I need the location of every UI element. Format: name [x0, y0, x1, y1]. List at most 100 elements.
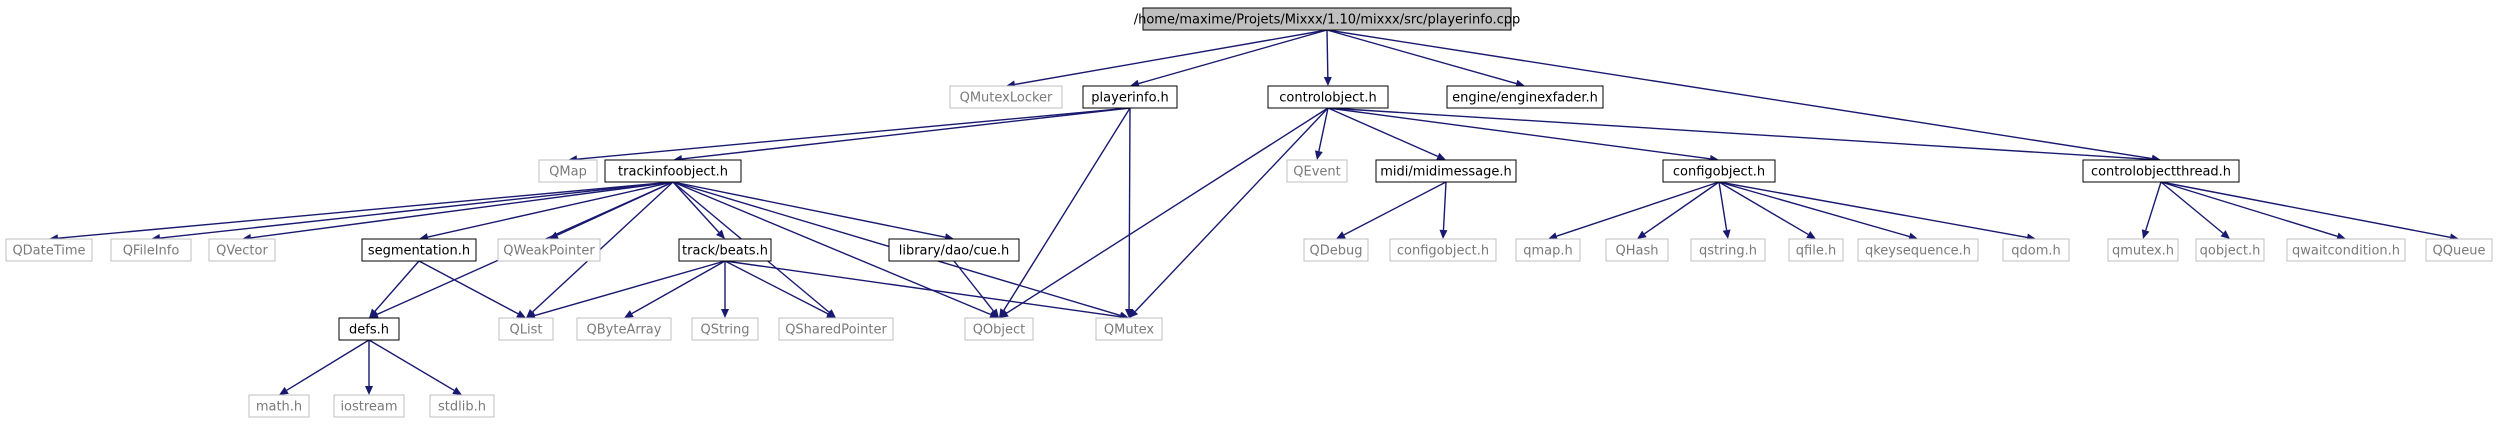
node-label: qmap.h [1523, 244, 1573, 259]
node-math-h[interactable]: math.h [248, 394, 310, 418]
node-label: track/beats.h [682, 244, 768, 259]
node-qevent[interactable]: QEvent [1286, 159, 1348, 183]
node-qmap[interactable]: QMap [538, 159, 598, 183]
node-qbytearray[interactable]: QByteArray [576, 317, 672, 341]
node-label: QMutexLocker [960, 91, 1053, 106]
edge-midimessage_h-to-configobject_h_ext [1439, 181, 1448, 239]
node-qstring[interactable]: QString [691, 317, 759, 341]
node-label: qfile.h [1796, 244, 1836, 259]
node-label: QMap [549, 165, 587, 180]
node-qobject-h[interactable]: qobject.h [2195, 238, 2265, 262]
node-label: QDateTime [12, 244, 85, 259]
edge-defs_h-to-stdlib_h [368, 339, 462, 395]
edge-root-to-controlobject_h [1323, 29, 1332, 86]
edge-beats_h-to-qlist [526, 260, 726, 320]
edge-root-to-qmutexlocker [1006, 29, 1328, 89]
edge-controlobjectthread_h-to-qobject_h [2160, 181, 2230, 239]
node-configobject-h[interactable]: configobject.h [1662, 159, 1776, 183]
node-configobject-h-ext[interactable]: configobject.h [1389, 238, 1497, 262]
node-label: qdom.h [2011, 244, 2061, 259]
node-label: QHash [1616, 244, 1659, 259]
node-stdlib-h[interactable]: stdlib.h [429, 394, 495, 418]
edge-configobject_h-to-qdom_h [1718, 181, 2036, 242]
node-label: QList [510, 323, 543, 338]
edge-configobject_h-to-qfile_h [1718, 181, 1816, 239]
node-playerinfo-h[interactable]: playerinfo.h [1082, 85, 1178, 109]
nodes-layer: /home/maxime/Projets/Mixxx/1.10/mixxx/sr… [5, 7, 2493, 418]
node-label: controlobject.h [1279, 91, 1377, 106]
node-qmap-h[interactable]: qmap.h [1515, 238, 1581, 262]
node-trackinfoobject-h[interactable]: trackinfoobject.h [604, 159, 742, 183]
node-qweakpointer[interactable]: QWeakPointer [497, 238, 601, 262]
edge-configobject_h-to-qstring_h [1718, 181, 1731, 239]
node-controlobject-h[interactable]: controlobject.h [1267, 85, 1389, 109]
edge-controlobject_h-to-midimessage_h [1327, 107, 1446, 161]
edge-trackinfoobject_h-to-beats_h [672, 181, 725, 239]
node-label: QDebug [1310, 244, 1363, 259]
node-label: qstring.h [1699, 244, 1757, 259]
node-label: library/dao/cue.h [899, 244, 1010, 259]
node-qsharedpointer[interactable]: QSharedPointer [778, 317, 894, 341]
edge-controlobjectthread_h-to-qqueue [2160, 181, 2459, 242]
node-label: /home/maxime/Projets/Mixxx/1.10/mixxx/sr… [1134, 13, 1521, 28]
node-label: QFileInfo [123, 244, 180, 259]
node-qdatetime[interactable]: QDateTime [5, 238, 93, 262]
node-qfile-h[interactable]: qfile.h [1788, 238, 1844, 262]
node-qmutex[interactable]: QMutex [1095, 317, 1163, 341]
edge-root-to-playerinfo_h [1130, 29, 1328, 88]
node-qstring-h[interactable]: qstring.h [1690, 238, 1766, 262]
node-qfileinfo[interactable]: QFileInfo [110, 238, 192, 262]
node-label: defs.h [349, 323, 389, 338]
node-label: configobject.h [1397, 244, 1489, 259]
node-midimessage-h[interactable]: midi/midimessage.h [1375, 159, 1517, 183]
edge-controlobject_h-to-qmutex [1129, 107, 1329, 318]
node-iostream[interactable]: iostream [333, 394, 405, 418]
node-label: qwaitcondition.h [2292, 244, 2400, 259]
node-enginexfader-h[interactable]: engine/enginexfader.h [1446, 85, 1604, 109]
node-root[interactable]: /home/maxime/Projets/Mixxx/1.10/mixxx/sr… [1134, 7, 1521, 31]
node-beats-h[interactable]: track/beats.h [678, 238, 772, 262]
edge-controlobject_h-to-controlobjectthread_h [1327, 107, 2161, 164]
node-qmutex-h[interactable]: qmutex.h [2107, 238, 2179, 262]
node-label: QMutex [1104, 323, 1155, 338]
node-label: engine/enginexfader.h [1452, 91, 1598, 106]
edge-controlobjectthread_h-to-qwaitcondition_h [2160, 181, 2346, 241]
node-label: midi/midimessage.h [1380, 165, 1511, 180]
edge-segmentation_h-to-defs_h [369, 260, 420, 318]
node-label: QSharedPointer [785, 323, 887, 338]
edges-layer [49, 29, 2459, 395]
node-cue-h[interactable]: library/dao/cue.h [888, 238, 1020, 262]
node-qvector[interactable]: QVector [208, 238, 276, 262]
node-label: qmutex.h [2112, 244, 2174, 259]
edge-root-to-enginexfader_h [1326, 29, 1525, 88]
edge-beats_h-to-qsharedpointer [724, 260, 836, 318]
node-qlist[interactable]: QList [498, 317, 554, 341]
node-controlobjectthread-h[interactable]: controlobjectthread.h [2082, 159, 2240, 183]
node-qwaitcondition-h[interactable]: qwaitcondition.h [2286, 238, 2406, 262]
edge-playerinfo_h-to-trackinfoobject_h [673, 107, 1131, 163]
edge-playerinfo_h-to-qobject [999, 107, 1131, 318]
node-qobject[interactable]: QObject [964, 317, 1034, 341]
node-label: QEvent [1293, 165, 1340, 180]
node-segmentation-h[interactable]: segmentation.h [361, 238, 477, 262]
node-defs-h[interactable]: defs.h [338, 317, 400, 341]
node-qhash[interactable]: QHash [1605, 238, 1669, 262]
edge-midimessage_h-to-qdebug [1336, 181, 1447, 239]
edge-beats_h-to-qstring [721, 261, 729, 318]
edge-playerinfo_h-to-qmap [568, 107, 1131, 164]
edge-trackinfoobject_h-to-qdatetime [49, 181, 674, 243]
node-label: QString [700, 323, 749, 338]
node-label: trackinfoobject.h [618, 165, 728, 180]
node-qkeysequence-h[interactable]: qkeysequence.h [1857, 238, 1979, 262]
node-label: stdlib.h [438, 400, 486, 415]
node-label: QWeakPointer [503, 244, 595, 259]
edge-trackinfoobject_h-to-qlist [526, 181, 674, 318]
node-qdom-h[interactable]: qdom.h [2002, 238, 2070, 262]
node-qqueue[interactable]: QQueue [2425, 238, 2493, 262]
edge-configobject_h-to-qmap_h [1548, 181, 1720, 240]
node-label: qkeysequence.h [1865, 244, 1971, 259]
node-qmutexlocker[interactable]: QMutexLocker [949, 85, 1063, 109]
node-qdebug[interactable]: QDebug [1303, 238, 1369, 262]
edge-controlobject_h-to-qobject [999, 107, 1329, 318]
